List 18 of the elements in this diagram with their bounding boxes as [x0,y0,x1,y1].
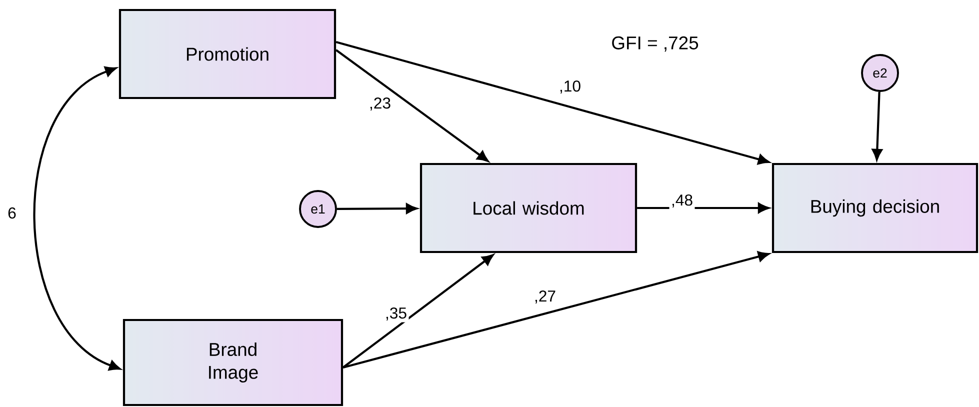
edge-label: 6 [6,206,18,220]
edge-label: ,27 [532,288,558,306]
variable-box: Brand Image [122,318,344,406]
arrow [872,92,882,160]
arrow [336,203,418,214]
variable-box: Buying decision [772,162,978,254]
edge-label: ,35 [383,306,409,322]
arrow [336,40,770,165]
arrow [33,66,120,371]
fit-index-label: GFI = ,725 [612,36,698,52]
variable-box: Promotion [118,8,336,100]
edge-label: ,48 [669,192,695,210]
arrow [342,254,494,368]
edge-label: ,10 [557,78,583,96]
arrow [342,251,770,369]
edge-label: ,23 [367,96,393,112]
arrow [335,49,489,162]
variable-box: Local wisdom [420,162,638,254]
